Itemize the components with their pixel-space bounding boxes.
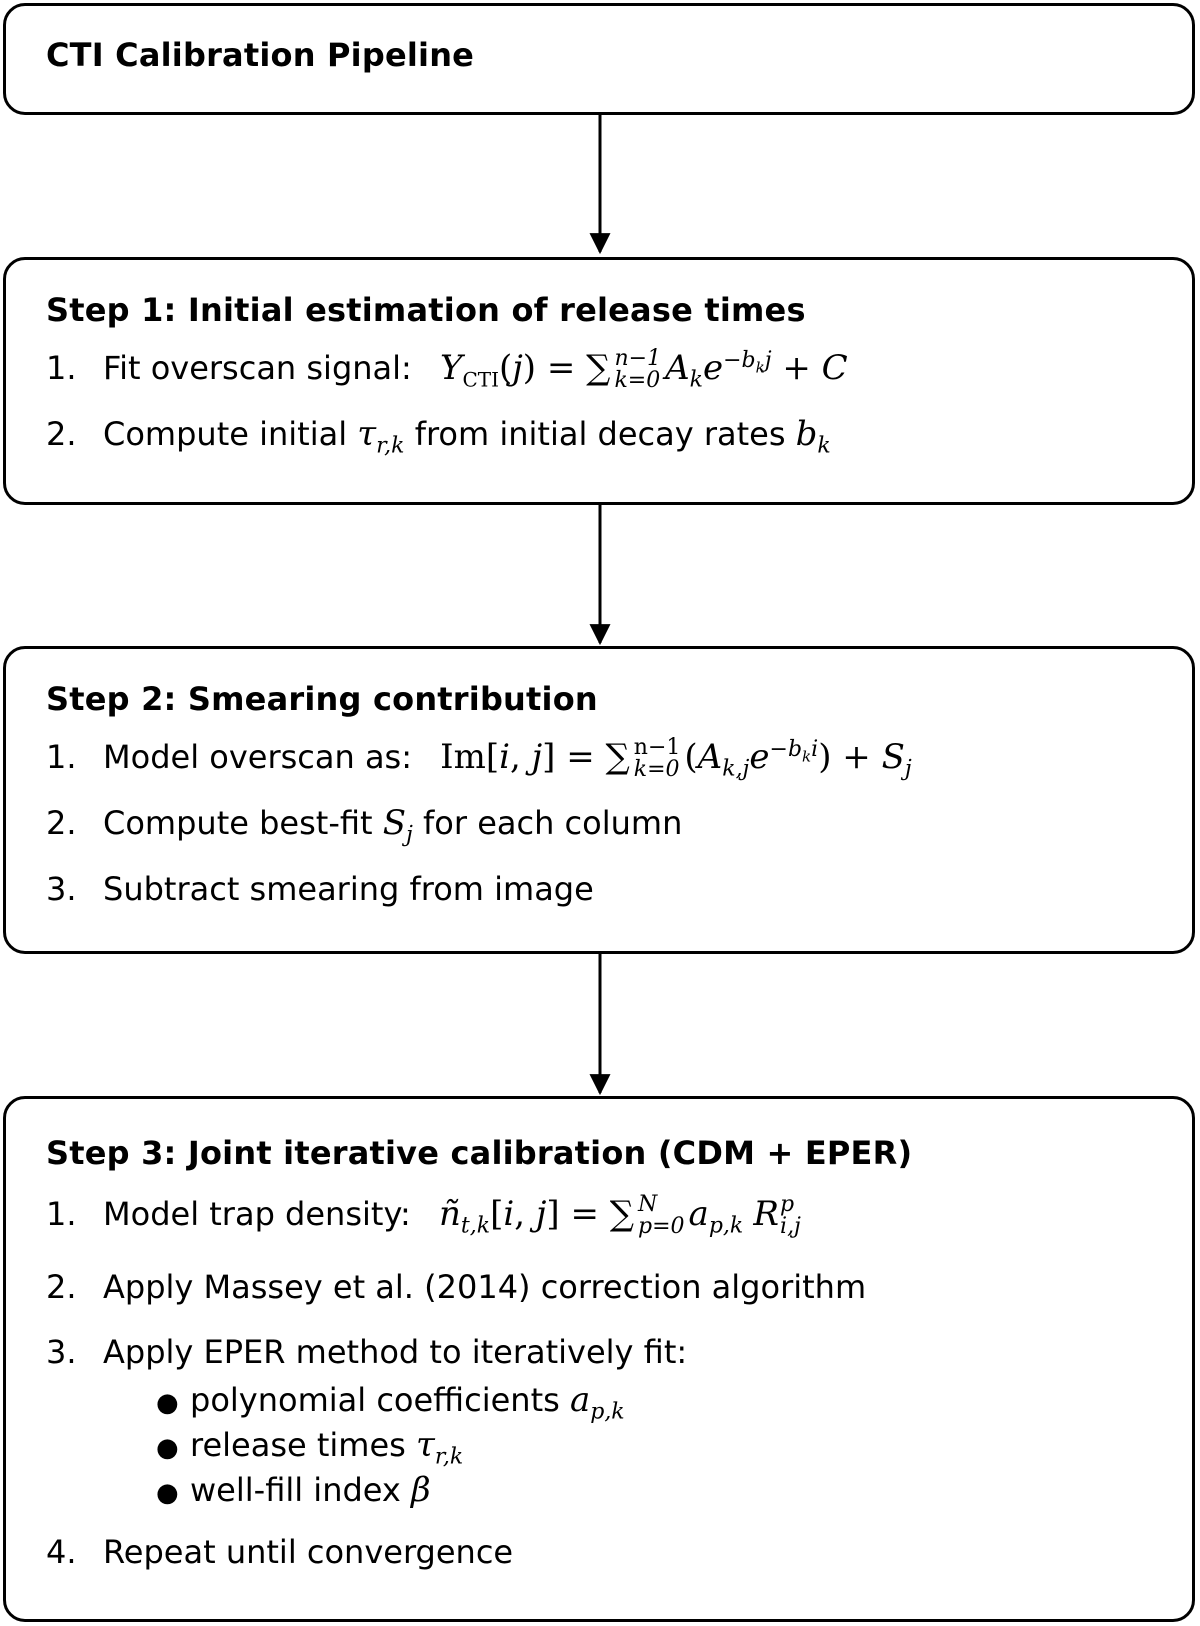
step3-item-4: 4.Repeat until convergence bbox=[46, 1533, 514, 1571]
bullet-well-fill: ●well-fill index β bbox=[156, 1470, 431, 1510]
bullet-release-times: ●release times τr,k bbox=[156, 1425, 464, 1470]
tau-symbol: τr,k bbox=[357, 414, 405, 459]
step1-item-2: 2.Compute initial τr,k from initial deca… bbox=[46, 414, 831, 459]
a-symbol: ap,k bbox=[569, 1380, 625, 1425]
step1-title: Step 1: Initial estimation of release ti… bbox=[46, 291, 806, 329]
step3-box: Step 3: Joint iterative calibration (CDM… bbox=[3, 1096, 1195, 1622]
step1-box: Step 1: Initial estimation of release ti… bbox=[3, 257, 1195, 505]
step2-title: Step 2: Smearing contribution bbox=[46, 680, 598, 718]
tau-symbol-2: τr,k bbox=[416, 1425, 464, 1470]
beta-symbol: β bbox=[411, 1470, 431, 1510]
step3-title: Step 3: Joint iterative calibration (CDM… bbox=[46, 1134, 913, 1172]
s-symbol: Sj bbox=[382, 803, 413, 848]
step2-item-3: 3.Subtract smearing from image bbox=[46, 870, 594, 908]
b-symbol: bk bbox=[795, 414, 831, 459]
pipeline-title: CTI Calibration Pipeline bbox=[46, 36, 475, 74]
step2-item-2: 2.Compute best-fit Sj for each column bbox=[46, 803, 683, 848]
step2-box: Step 2: Smearing contribution 1.Model ov… bbox=[3, 646, 1195, 954]
step3-item-2: 2.Apply Massey et al. (2014) correction … bbox=[46, 1268, 867, 1306]
step3-item-3: 3.Apply EPER method to iteratively fit: bbox=[46, 1333, 688, 1371]
bullet-polynomial: ●polynomial coefficients ap,k bbox=[156, 1380, 625, 1425]
header-box: CTI Calibration Pipeline bbox=[3, 3, 1195, 115]
